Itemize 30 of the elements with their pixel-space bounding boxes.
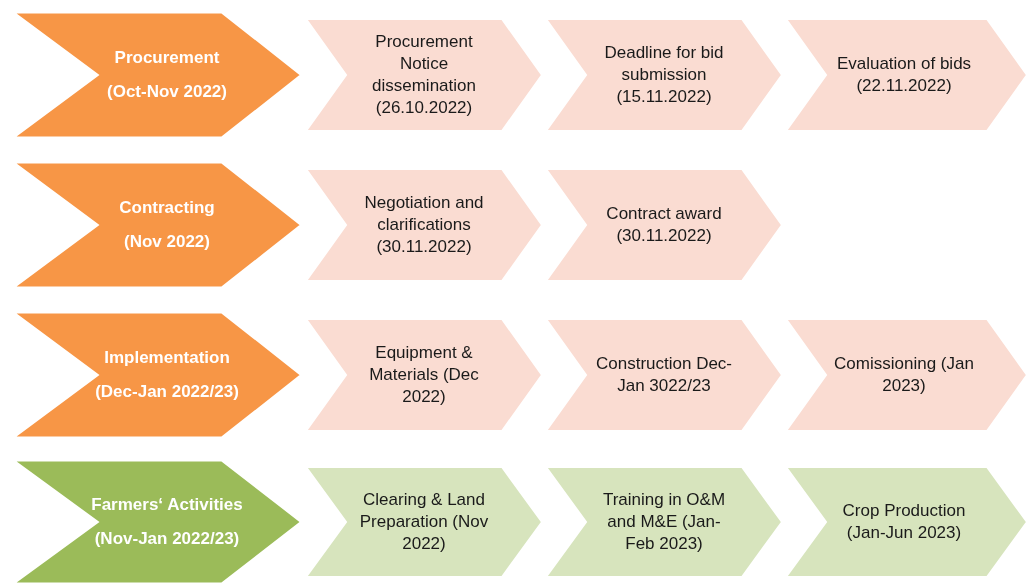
step-label: Contract award (30.11.2022) bbox=[605, 202, 723, 247]
phase-title: Farmers‘ Activities bbox=[91, 494, 243, 515]
process-step bbox=[786, 19, 1027, 131]
phase-title: Implementation bbox=[104, 347, 230, 368]
step-label: Equipment & Materials (Dec 2022) bbox=[368, 341, 480, 409]
step-label: Clearing & Land Preparation (Nov 2022) bbox=[358, 488, 490, 556]
step-label: Comissioning (Jan 2023) bbox=[834, 352, 974, 397]
step-label: Deadline for bid submission (15.11.2022) bbox=[603, 41, 725, 109]
step-label: Construction Dec-Jan 3022/23 bbox=[594, 352, 734, 397]
process-step bbox=[786, 467, 1027, 577]
process-step bbox=[306, 467, 542, 577]
step-label: Training in O&M and M&E (Jan-Feb 2023) bbox=[601, 488, 727, 556]
step-label: Negotiation and clarifications (30.11.2022) bbox=[363, 191, 485, 259]
process-step bbox=[306, 169, 542, 281]
step-label: Procurement Notice dissemination (26.10.2022) bbox=[371, 30, 477, 120]
process-step bbox=[546, 19, 782, 131]
step-label: Crop Production (Jan-Jun 2023) bbox=[841, 499, 967, 544]
process-step bbox=[546, 467, 782, 577]
process-step bbox=[546, 169, 782, 281]
process-step bbox=[306, 319, 542, 431]
step-label: Evaluation of bids (22.11.2022) bbox=[835, 52, 973, 97]
phase-dates: (Oct-Nov 2022) bbox=[107, 82, 227, 103]
phase-title: Procurement bbox=[114, 47, 220, 68]
process-step bbox=[786, 319, 1027, 431]
phase-dates: (Nov 2022) bbox=[124, 232, 210, 253]
phase-title: Contracting bbox=[119, 197, 215, 218]
phase-dates: (Dec-Jan 2022/23) bbox=[95, 382, 239, 403]
process-step bbox=[306, 19, 542, 131]
process-step bbox=[546, 319, 782, 431]
phase-dates: (Nov-Jan 2022/23) bbox=[94, 529, 240, 550]
